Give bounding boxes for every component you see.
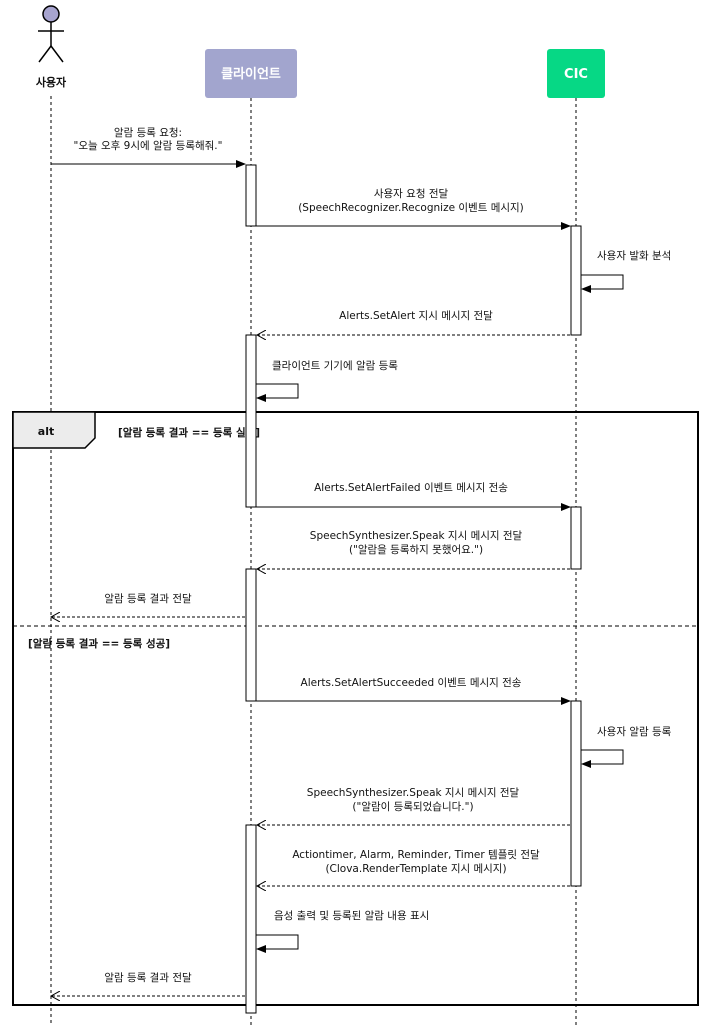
cic-label: CIC: [564, 67, 588, 82]
cic-activation-2: [570, 506, 582, 570]
msg-12-label-line2: (Clova.RenderTemplate 지시 메시지): [325, 863, 506, 875]
user-label: 사용자: [36, 75, 67, 89]
msg-7-label-line2: ("알람을 등록하지 못했어요."): [349, 543, 483, 556]
cic-participant: CIC: [547, 49, 605, 98]
msg-9-label: Alerts.SetAlertSucceeded 이벤트 메시지 전송: [301, 677, 522, 689]
msg-3-arrow: [581, 274, 624, 293]
msg-10-arrow: [581, 749, 624, 768]
client-activation-1: [245, 164, 257, 227]
msg-7-label-line1: SpeechSynthesizer.Speak 지시 메시지 전달: [310, 530, 523, 542]
alt-guard-failure: [알람 등록 결과 == 등록 실패]: [118, 426, 260, 439]
msg-13-arrow: [256, 934, 299, 953]
msg-1-label-line2: "오늘 오후 9시에 알람 등록해줘.": [74, 139, 223, 152]
client-label: 클라이언트: [221, 66, 281, 82]
client-box: [205, 49, 297, 98]
alt-fragment: alt [알람 등록 결과 == 등록 실패] [알람 등록 결과 == 등록 …: [12, 411, 699, 1006]
msg-13-label: 음성 출력 및 등록된 알람 내용 표시: [274, 909, 429, 922]
alt-label: alt: [38, 425, 54, 438]
msg-5-label: 클라이언트 기기에 알람 등록: [272, 359, 398, 372]
client-activation-4: [245, 824, 257, 1014]
msg-1-label-line1: 알람 등록 요청:: [114, 126, 182, 139]
cic-box: [547, 49, 605, 98]
msg-6-label: Alerts.SetAlertFailed 이벤트 메시지 전송: [314, 482, 508, 494]
msg-2-label-line1: 사용자 요청 전달: [374, 188, 449, 200]
msg-3-label: 사용자 발화 분석: [597, 250, 671, 262]
alt-frame: [12, 411, 699, 1006]
actor-head: [42, 5, 60, 23]
cic-activation-1: [570, 225, 582, 336]
msg-8-label: 알람 등록 결과 전달: [104, 592, 192, 605]
msg-12-label-line1: Actiontimer, Alarm, Reminder, Timer 템플릿 …: [292, 849, 540, 861]
client-activation-2: [245, 334, 257, 508]
alt-label-box: [12, 411, 96, 449]
alt-guard-success: [알람 등록 결과 == 등록 성공]: [28, 637, 170, 650]
msg-4-label: Alerts.SetAlert 지시 메시지 전달: [339, 310, 493, 322]
cic-activation-3: [570, 700, 582, 887]
actor-leg-right: [50, 45, 64, 63]
msg-2-label-line2: (SpeechRecognizer.Recognize 이벤트 메시지): [298, 202, 524, 214]
client-participant: 클라이언트: [205, 49, 297, 98]
msg-10-label: 사용자 알람 등록: [597, 725, 672, 738]
client-activation-3: [245, 568, 257, 702]
user-actor: 사용자: [36, 5, 67, 89]
actor-leg-left: [38, 45, 52, 63]
msg-11-label-line2: ("알람이 등록되었습니다."): [352, 800, 473, 813]
msg-11-label-line1: SpeechSynthesizer.Speak 지시 메시지 전달: [307, 787, 520, 799]
msg-14-label: 알람 등록 결과 전달: [104, 971, 192, 984]
msg-5-arrow: [256, 383, 299, 402]
